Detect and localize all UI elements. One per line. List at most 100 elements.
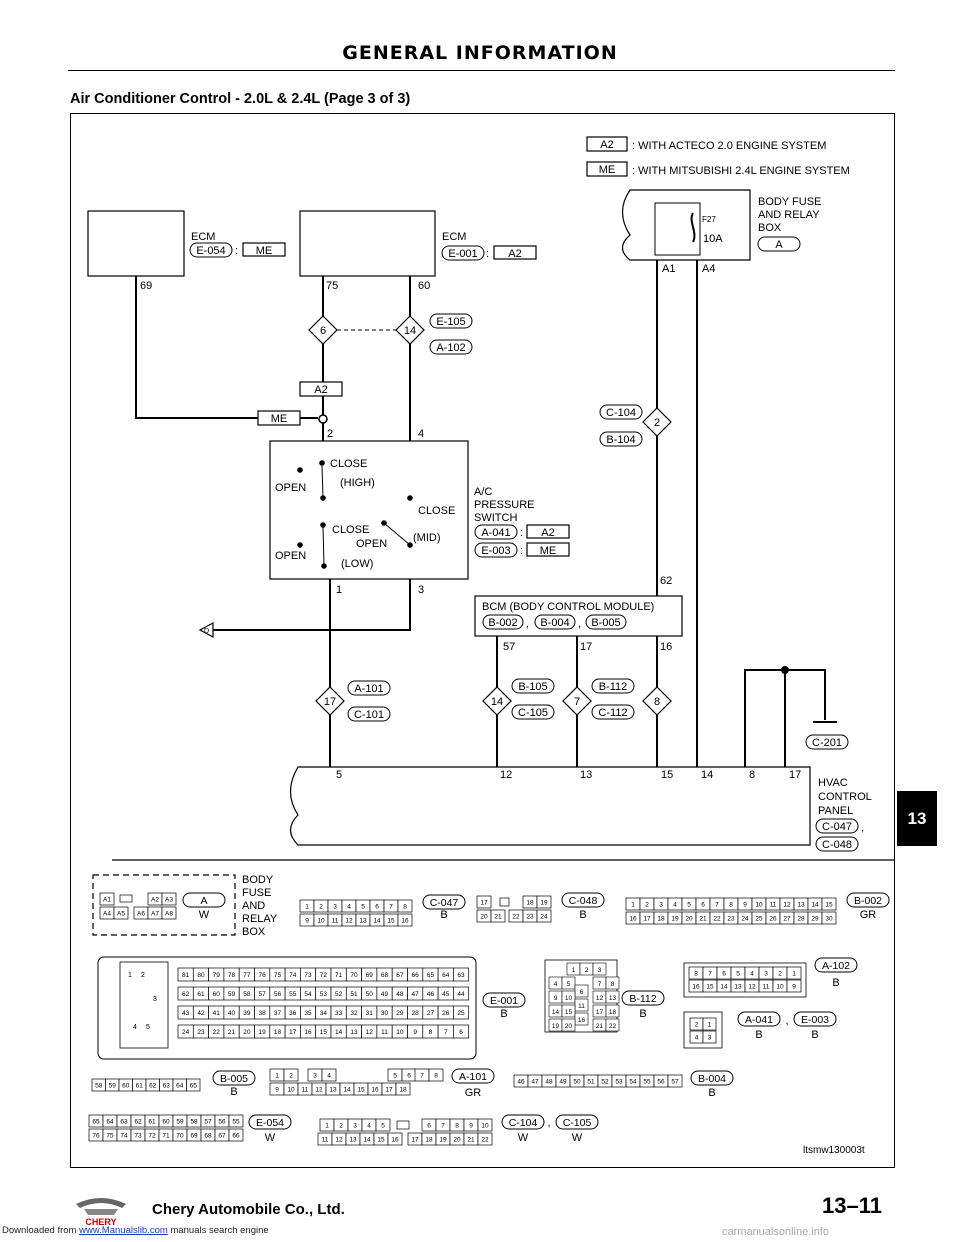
e001-row1-pin: 81 (182, 972, 190, 979)
e003-color: B (811, 1029, 818, 1041)
e054-pill (248, 1114, 292, 1130)
b112-cell (561, 990, 576, 1004)
a041-pill (737, 1011, 781, 1027)
e001-row1-pin: 66 (412, 972, 420, 979)
e001-row4-pin: 13 (350, 1029, 358, 1036)
ecm1-pin-69: 69 (140, 280, 152, 292)
c048-r2a-cell (490, 909, 506, 923)
b112-pin: 6 (580, 989, 584, 996)
b112-pin: 17 (596, 1009, 604, 1016)
a101-pill (451, 1068, 495, 1084)
c048-r1b-pin: 18 (526, 899, 534, 906)
b112-cell (561, 1004, 576, 1018)
b005-pin: 64 (176, 1082, 184, 1089)
hvac-label-3: PANEL (818, 805, 853, 817)
b112-color: B (639, 1008, 646, 1020)
page-number: 13–11 (822, 1193, 882, 1218)
a102-r1-pin: 2 (778, 970, 782, 977)
a102-r2-pin: 16 (692, 983, 700, 990)
b112-pin: 5 (567, 981, 571, 988)
a102-color: B (832, 977, 839, 989)
a101-r1d-pin: 8 (434, 1072, 438, 1079)
e054-r1-pin: 56 (218, 1118, 226, 1125)
e001-row4-pin: 22 (213, 1029, 221, 1036)
b005-pin: 61 (136, 1082, 144, 1089)
hvac-comma: , (861, 822, 864, 834)
c047-id: C-047 (430, 897, 459, 909)
c047-r2-pin: 11 (332, 917, 339, 924)
b112-pin: 7 (598, 981, 602, 988)
bf-bot-pin: A4 (103, 910, 111, 917)
ljunction-b112: B-112 (599, 681, 628, 693)
c047-r2-pin: 10 (317, 917, 325, 924)
switch-pin-2: 2 (327, 428, 333, 440)
switch-close-mid: CLOSE (418, 505, 455, 517)
e001-row3-pin: 36 (289, 1010, 297, 1017)
c048-r1b-pin: 19 (540, 899, 548, 906)
ecm2-colon: : (486, 248, 489, 260)
e001-row2-pin: 44 (457, 991, 465, 998)
c104-pill (501, 1114, 545, 1130)
b112-pin: 19 (552, 1023, 560, 1030)
e001-row4-pin: 20 (243, 1029, 251, 1036)
c047-r1-pin: 6 (375, 903, 379, 910)
e054-r2-pin: 76 (92, 1132, 100, 1139)
fuse-rating: 10A (703, 233, 723, 245)
a102-r2-pin: 13 (734, 983, 742, 990)
e001-row1-pin: 70 (350, 972, 358, 979)
e001-row1-cell (453, 967, 470, 982)
download-note: Downloaded from www.Manualslib.com manua… (2, 1225, 269, 1236)
a102-r1-cell (786, 966, 802, 980)
c104-r2a-pin: 13 (349, 1136, 357, 1143)
c105-color: W (572, 1132, 583, 1144)
e001-row3-pin: 25 (457, 1010, 465, 1017)
manualslib-link[interactable]: www.Manualslib.com (79, 1225, 168, 1236)
switch-name-2: PRESSURE (474, 499, 535, 511)
e054-r1-pin: 60 (162, 1118, 170, 1125)
e001-row4-pin: 18 (274, 1029, 282, 1036)
c047-r2-pin: 13 (359, 917, 367, 924)
a102-r2-pin: 11 (763, 983, 770, 990)
b005-id: B-005 (220, 1073, 248, 1085)
b002-r1-pin: 4 (673, 901, 677, 908)
c047-r2-pin: 9 (305, 917, 309, 924)
c047-r2-pin: 12 (345, 917, 353, 924)
junction-pin-14: 14 (404, 325, 416, 337)
bcm-conn-b004: B-004 (540, 617, 569, 629)
j2-pin: 2 (654, 417, 660, 429)
e001-row2-pin: 46 (427, 991, 435, 998)
hvac-pin-12: 12 (500, 769, 512, 781)
b112-pin: 3 (598, 967, 602, 974)
e001-row3-pin: 31 (366, 1010, 374, 1017)
e054-r1-pin: 58 (190, 1118, 198, 1125)
b112-pin: 18 (609, 1009, 617, 1016)
bf-color: W (199, 909, 210, 921)
c104-r1a-pin: 1 (325, 1122, 329, 1129)
switch-name-1: A/C (474, 486, 492, 498)
b112-cell (605, 1018, 620, 1032)
bf-label-2: FUSE (242, 887, 271, 899)
e054-r2-pin: 66 (232, 1132, 240, 1139)
e001-row4-pin: 21 (228, 1029, 236, 1036)
b112-id: B-112 (629, 993, 656, 1005)
j2-c104: C-104 (606, 407, 636, 419)
e001-row1-pin: 78 (228, 972, 236, 979)
c048-r1b-cell (536, 895, 552, 909)
c048-r2a-pin: 20 (480, 913, 488, 920)
a041-comma: , (785, 1015, 788, 1027)
e001-row2-pin: 48 (396, 991, 404, 998)
b005-cell (186, 1078, 201, 1092)
e054-r2-pin: 67 (218, 1132, 226, 1139)
b002-r2-pin: 17 (643, 915, 651, 922)
j2-b104: B-104 (606, 434, 635, 446)
e001-row2-pin: 47 (412, 991, 420, 998)
e001-row2-pin: 60 (213, 991, 221, 998)
c104-r1a-pin: 3 (353, 1122, 357, 1129)
a101-r1b-cell (321, 1068, 337, 1082)
e001-row3-pin: 29 (396, 1010, 404, 1017)
e001-row3-pin: 33 (335, 1010, 343, 1017)
switch-tag-a2: A2 (541, 527, 554, 539)
legend-a2-text: : WITH ACTECO 2.0 ENGINE SYSTEM (632, 140, 826, 152)
bcm-label: BCM (BODY CONTROL MODULE) (482, 601, 654, 613)
